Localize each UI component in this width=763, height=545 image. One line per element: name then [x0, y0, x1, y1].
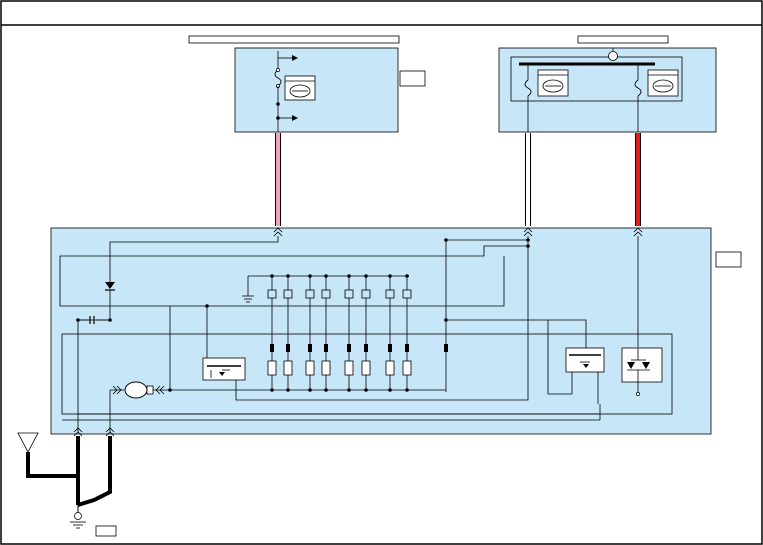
control-unit — [50, 227, 742, 437]
antenna — [17, 432, 78, 478]
fuse-box-left-panel — [234, 47, 399, 133]
harness-black — [76, 436, 112, 507]
fuse-icon — [634, 79, 642, 97]
connector-chevron-icon — [633, 227, 643, 237]
fuse-box-right-inner — [510, 56, 683, 102]
control-unit-tag — [715, 251, 742, 268]
led-array-marks — [168, 274, 448, 392]
ground-tag — [95, 525, 117, 537]
motor — [110, 381, 170, 399]
control-unit-panel — [50, 227, 712, 435]
diode-bridge — [621, 347, 663, 396]
relay-right — [565, 347, 605, 373]
motor-icon — [124, 381, 148, 399]
ground-icon — [242, 295, 254, 303]
ground — [70, 505, 117, 537]
relay-left — [202, 357, 246, 381]
fuse-box-right-label-bar — [577, 35, 669, 44]
fuse-box-left — [188, 35, 426, 133]
arrow-right-icon — [292, 55, 298, 61]
fuse-box-left-label-bar — [188, 35, 400, 44]
fuse-box-left-tag — [399, 70, 426, 87]
connector-chevron-icon — [523, 227, 533, 237]
antenna-icon — [17, 432, 39, 453]
connector-chevron-icon — [273, 227, 283, 237]
fuse-box-right-panel — [498, 47, 717, 133]
diode-icon — [105, 282, 115, 289]
diode-icon — [627, 362, 635, 369]
fuse-icon — [524, 79, 532, 97]
led-array — [170, 276, 446, 391]
connector-chevron-icon — [105, 427, 115, 437]
arrow-right-icon — [292, 115, 298, 121]
connector-circle — [608, 51, 618, 61]
ground-icon — [74, 512, 82, 520]
diode-icon — [642, 362, 650, 369]
connector-chevron-icon — [73, 427, 83, 437]
fuse-box-right — [498, 35, 717, 133]
capacitor-icon — [89, 316, 95, 324]
fuse-icon — [274, 69, 282, 87]
